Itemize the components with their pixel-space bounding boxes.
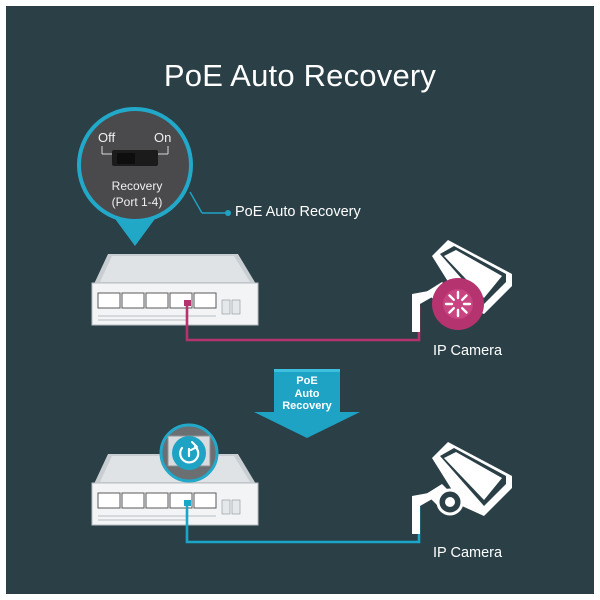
arrow-label-line-1: PoE <box>296 375 318 387</box>
power-recovery-icon <box>179 441 200 464</box>
infographic-panel: PoE Auto Recovery <box>6 6 594 594</box>
switch-off-label: Off <box>98 130 116 145</box>
camera-icon <box>412 240 512 332</box>
camera-icon <box>412 442 512 534</box>
camera-top-label: IP Camera <box>433 343 503 359</box>
loading-spinner-icon <box>444 290 472 318</box>
switch-on-label: On <box>154 130 172 145</box>
recovery-line-2: (Port 1-4) <box>111 195 163 209</box>
arrow-label-line-3: Recovery <box>282 400 332 412</box>
callout-label: PoE Auto Recovery <box>235 204 361 220</box>
dip-switch-slider <box>117 153 135 164</box>
switch-closeup <box>77 107 193 246</box>
switch-recovery-label: Recovery (Port 1-4) <box>96 178 178 210</box>
camera-bottom-label: IP Camera <box>433 545 503 561</box>
page-title: PoE Auto Recovery <box>163 58 437 93</box>
recovery-line-1: Recovery <box>111 179 163 193</box>
switch-device-top <box>91 254 259 326</box>
illustration <box>77 107 512 544</box>
arrow-label-line-2: Auto <box>294 387 320 400</box>
recovery-arrow <box>254 369 360 438</box>
arrow-label: PoE Auto Recovery <box>280 375 334 413</box>
callout-connector <box>189 191 231 216</box>
